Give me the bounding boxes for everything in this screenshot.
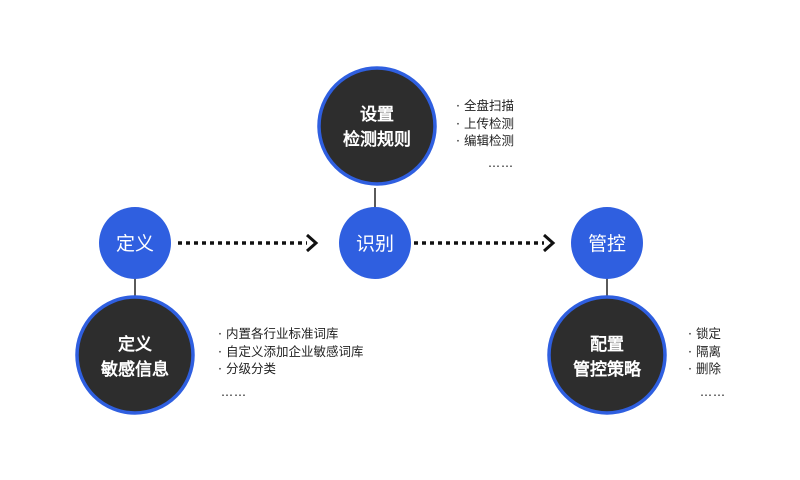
block-sensitive-line2: 敏感信息 bbox=[100, 359, 169, 380]
notes-policy: · 锁定 · 隔离 · 删除 bbox=[688, 325, 721, 378]
notes-detect: · 全盘扫描 · 上传检测 · 编辑检测 bbox=[456, 97, 514, 150]
stage-define-label: 定义 bbox=[116, 233, 154, 255]
block-sensitive-info: 定义 敏感信息 bbox=[75, 295, 195, 415]
block-policy-line1: 配置 bbox=[590, 335, 624, 355]
notes-detect-ellipsis: …… bbox=[488, 156, 514, 170]
note-detect-item: · 全盘扫描 bbox=[456, 98, 514, 113]
note-policy-item: · 删除 bbox=[688, 361, 721, 376]
block-detect-rules: 设置 检测规则 bbox=[317, 66, 437, 186]
note-detect-item: · 上传检测 bbox=[456, 115, 514, 131]
block-sensitive-line1: 定义 bbox=[118, 334, 152, 355]
notes-sensitive-ellipsis: …… bbox=[221, 385, 247, 399]
note-sensitive-item: · 自定义添加企业敏感词库 bbox=[218, 343, 364, 359]
arrow-define-to-identify bbox=[178, 233, 319, 253]
note-policy-item: · 锁定 bbox=[688, 326, 721, 341]
stage-control-label: 管控 bbox=[588, 233, 626, 255]
notes-policy-ellipsis: …… bbox=[700, 385, 726, 399]
block-detect-line1: 设置 bbox=[360, 105, 394, 125]
block-detect-line2: 检测规则 bbox=[343, 129, 411, 150]
stage-identify: 识别 bbox=[339, 207, 411, 279]
arrow-identify-to-control bbox=[414, 233, 556, 253]
note-policy-item: · 隔离 bbox=[688, 343, 721, 359]
notes-sensitive: · 内置各行业标准词库 · 自定义添加企业敏感词库 · 分级分类 bbox=[218, 325, 363, 378]
note-sensitive-item: · 内置各行业标准词库 bbox=[218, 326, 339, 341]
stage-control: 管控 bbox=[571, 207, 643, 279]
note-sensitive-item: · 分级分类 bbox=[218, 361, 276, 376]
stage-define: 定义 bbox=[99, 207, 171, 279]
note-detect-item: · 编辑检测 bbox=[456, 133, 514, 148]
stage-identify-label: 识别 bbox=[356, 233, 394, 255]
block-control-policy: 配置 管控策略 bbox=[547, 295, 667, 415]
block-policy-line2: 管控策略 bbox=[573, 359, 642, 380]
